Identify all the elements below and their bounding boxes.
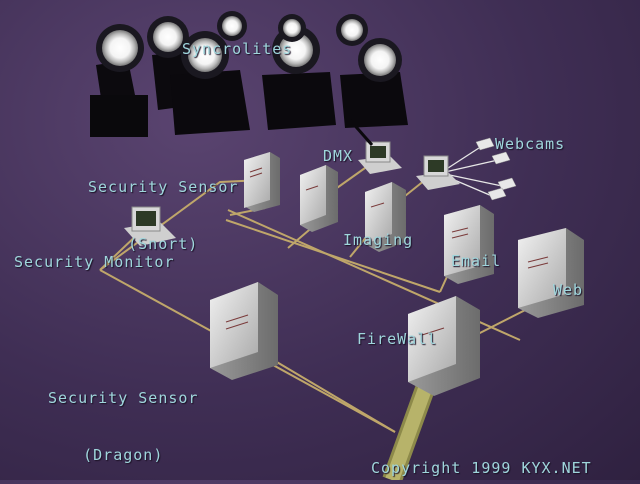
label-imaging: Imaging	[343, 231, 414, 249]
server-firewall	[408, 296, 480, 396]
webcam-icon	[487, 187, 507, 201]
server-web	[518, 228, 584, 318]
label-web: Web	[553, 281, 584, 299]
label-dmx: DMX	[323, 147, 354, 165]
label-syncrolites: Syncrolites	[182, 40, 293, 58]
label-line: (Dragon)	[83, 446, 164, 464]
server-email	[444, 205, 494, 284]
workstation-webcams	[416, 155, 460, 190]
server-imaging	[365, 182, 406, 252]
workstation-dmx	[348, 119, 402, 174]
webcam-icon	[497, 177, 517, 191]
webcam-cables	[444, 145, 503, 197]
webcam-icon	[475, 137, 495, 151]
label-firewall: FireWall	[357, 330, 438, 348]
label-security-monitor: Security Monitor	[14, 253, 175, 271]
cable-segment	[269, 357, 396, 433]
webcams-group	[475, 137, 517, 201]
copyright-text: Copyright 1999 KYX.NET	[371, 459, 592, 477]
spotlight-icon	[336, 14, 368, 46]
spotlight-icon	[262, 26, 336, 130]
spotlight-icon	[90, 24, 148, 137]
spotlight-icon	[340, 38, 408, 128]
label-security-sensor-dragon: Security Sensor (Dragon)	[48, 351, 198, 484]
syncrolites-group	[90, 11, 408, 137]
label-webcams: Webcams	[495, 135, 566, 153]
label-line: (Snort)	[128, 235, 199, 253]
server-dragon	[210, 282, 278, 380]
spotlight-icon	[278, 14, 306, 42]
webcam-icon	[491, 151, 511, 165]
label-line: Security Sensor	[88, 178, 239, 196]
label-line: Security Sensor	[48, 389, 199, 407]
spotlight-icon	[170, 31, 250, 135]
workstation-icon	[124, 206, 176, 246]
server-snort	[244, 152, 280, 212]
server-tower-icon	[300, 165, 338, 232]
label-security-sensor-snort: Security Sensor (Snort)	[88, 140, 238, 273]
spotlight-icon	[217, 11, 247, 41]
label-email: Email	[451, 252, 502, 270]
